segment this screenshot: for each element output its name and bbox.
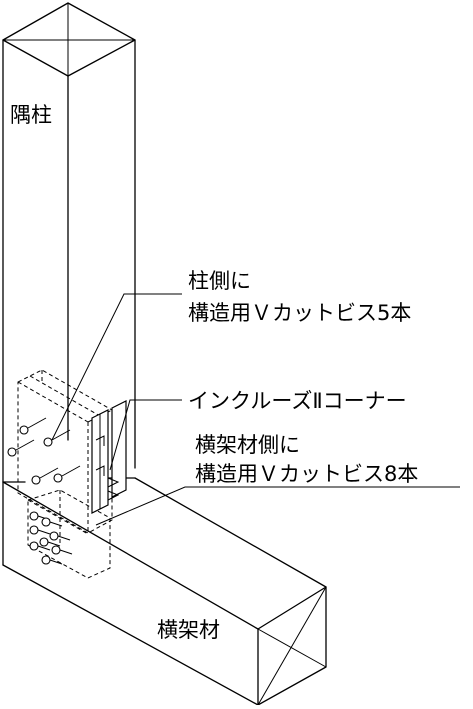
hardware-tab-mark-3 [107, 477, 120, 488]
label-hardware: インクルーズⅡコーナー [188, 389, 407, 413]
beam-screw [41, 517, 63, 527]
post-screw [43, 429, 71, 447]
hardware-side-flange [111, 400, 127, 498]
post-screw [31, 467, 59, 485]
label-post-screws-line2: 構造用Ｖカットビス5本 [188, 301, 411, 325]
beam-screw [29, 525, 51, 535]
post-screws [7, 417, 81, 485]
leader-beam-screws [95, 486, 460, 526]
hardware-rib [29, 375, 101, 417]
beam-bottom-edge [2, 564, 259, 706]
post-screw [7, 439, 35, 457]
label-beam-screws-line1: 横架材側に [195, 433, 300, 457]
beam-screw [41, 555, 63, 565]
leader-post-screws [51, 293, 182, 441]
label-corner-post: 隅柱 [10, 103, 52, 127]
post-screw [53, 465, 81, 483]
hardware-tab-mark-1 [95, 435, 105, 446]
leader-lines [51, 293, 460, 526]
beam-top-left-edge [2, 481, 259, 630]
hardware-lower-fold [27, 499, 89, 535]
beam-end-diagonal-a [257, 628, 327, 668]
beam-screw [49, 531, 71, 541]
beam-screw [39, 537, 61, 547]
beam-end-diagonal-b [257, 586, 327, 706]
beam-screws [29, 511, 73, 565]
corner-post [2, 2, 136, 566]
hardware-tab-mark-2 [95, 465, 105, 476]
horizontal-beam [2, 477, 327, 706]
hardware-back-plate [17, 369, 113, 534]
beam-screw [51, 545, 73, 555]
post-screw [19, 417, 47, 435]
label-beam: 横架材 [157, 618, 220, 642]
label-post-screws-line1: 柱側に [188, 269, 251, 293]
label-beam-screws-line2: 構造用Ｖカットビス8本 [195, 462, 418, 486]
hardware-lower-plate [27, 489, 111, 579]
hardware-tab-mark-4 [107, 490, 120, 501]
beam-top-right-edge [134, 477, 327, 588]
leader-hardware [109, 399, 182, 471]
beam-screw [29, 541, 51, 551]
